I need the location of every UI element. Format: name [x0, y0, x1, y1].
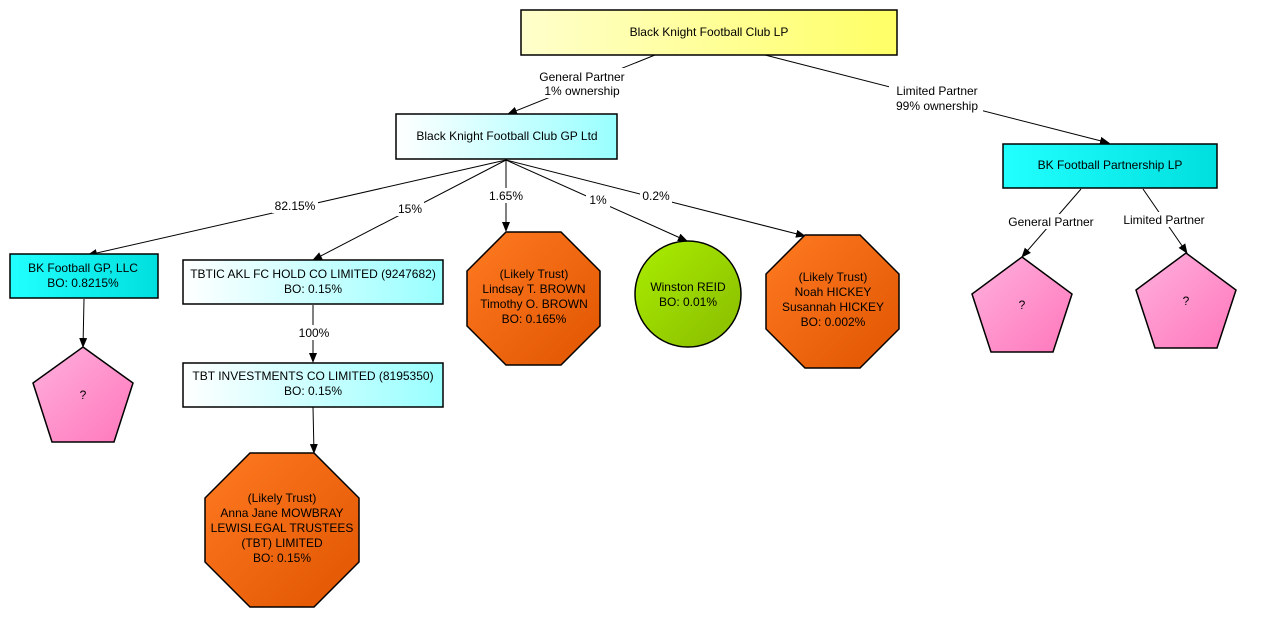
node-brown-trust-line2: Lindsay T. BROWN — [482, 282, 585, 296]
node-bk-gp-llc[interactable]: BK Football GP, LLC BO: 0.8215% — [9, 253, 159, 299]
node-winston[interactable]: Winston REID BO: 0.01% — [634, 240, 742, 348]
edge-label-1: 1% — [589, 193, 607, 207]
edge-label-bk-limited-partner: Limited Partner — [1123, 213, 1204, 227]
node-bk-gp-llc-name: BK Football GP, LLC — [28, 261, 138, 275]
node-mowbray-trust-line4: (TBT) LIMITED — [241, 536, 323, 550]
edge-label-general-partner-line2: 1% ownership — [544, 84, 620, 98]
edge-label-0-2: 0.2% — [642, 189, 670, 203]
node-hickey-trust-line1: (Likely Trust) — [799, 270, 868, 284]
node-tbt-investments-bo: BO: 0.15% — [284, 384, 342, 398]
node-brown-trust[interactable]: (Likely Trust) Lindsay T. BROWN Timothy … — [466, 231, 601, 366]
edge-label-15: 15% — [398, 202, 422, 216]
node-brown-trust-line1: (Likely Trust) — [500, 267, 569, 281]
node-unknown-lp[interactable]: ? — [1135, 252, 1237, 349]
node-bk-partnership[interactable]: BK Football Partnership LP — [1002, 143, 1218, 189]
node-winston-name: Winston REID — [650, 280, 726, 294]
node-unknown-gp-label: ? — [1019, 298, 1026, 312]
edge-label-1-65: 1.65% — [489, 189, 523, 203]
node-tbt-investments-name: TBT INVESTMENTS CO LIMITED (8195350) — [192, 369, 433, 383]
node-root[interactable]: Black Knight Football Club LP — [520, 9, 898, 56]
node-bk-gp-llc-bo: BO: 0.8215% — [47, 276, 119, 290]
node-brown-trust-line3: Timothy O. BROWN — [480, 297, 588, 311]
edge-labels: General Partner 1% ownership Limited Par… — [272, 68, 1209, 340]
node-mowbray-trust-line1: (Likely Trust) — [248, 491, 317, 505]
edge-label-82-15: 82.15% — [275, 199, 316, 213]
node-brown-trust-bo: BO: 0.165% — [502, 312, 567, 326]
edge-bk-gp-llc-to-unknown — [79, 298, 88, 348]
edge-label-100: 100% — [299, 326, 330, 340]
node-mowbray-trust-bo: BO: 0.15% — [253, 551, 311, 565]
node-unknown-gp[interactable]: ? — [971, 256, 1073, 353]
node-hickey-trust-line2: Noah HICKEY — [795, 285, 872, 299]
node-unknown-llc-label: ? — [80, 388, 87, 402]
node-mowbray-trust[interactable]: (Likely Trust) Anna Jane MOWBRAY LEWISLE… — [204, 452, 360, 608]
node-unknown-lp-label: ? — [1183, 294, 1190, 308]
node-gp-ltd[interactable]: Black Knight Football Club GP Ltd — [395, 113, 618, 160]
edge-label-bk-general-partner: General Partner — [1008, 215, 1093, 229]
node-tbtic[interactable]: TBTIC AKL FC HOLD CO LIMITED (9247682) B… — [182, 259, 444, 305]
edge-tbt-investments-to-mowbray — [309, 406, 318, 454]
node-unknown-llc[interactable]: ? — [32, 346, 134, 443]
node-hickey-trust[interactable]: (Likely Trust) Noah HICKEY Susannah HICK… — [765, 234, 900, 369]
node-hickey-trust-bo: BO: 0.002% — [801, 315, 866, 329]
node-root-label: Black Knight Football Club LP — [630, 25, 789, 39]
edge-label-limited-partner-line2: 99% ownership — [896, 99, 978, 113]
edge-label-limited-partner-line1: Limited Partner — [896, 84, 977, 98]
node-bk-partnership-label: BK Football Partnership LP — [1038, 158, 1183, 172]
node-gp-ltd-label: Black Knight Football Club GP Ltd — [416, 129, 597, 143]
edge-label-general-partner-line1: General Partner — [539, 70, 624, 84]
node-tbt-investments[interactable]: TBT INVESTMENTS CO LIMITED (8195350) BO:… — [182, 362, 444, 408]
node-mowbray-trust-line3: LEWISLEGAL TRUSTEES — [211, 521, 354, 535]
node-mowbray-trust-line2: Anna Jane MOWBRAY — [220, 506, 343, 520]
node-tbtic-bo: BO: 0.15% — [284, 282, 342, 296]
node-hickey-trust-line3: Susannah HICKEY — [782, 300, 884, 314]
node-tbtic-name: TBTIC AKL FC HOLD CO LIMITED (9247682) — [190, 267, 436, 281]
node-winston-bo: BO: 0.01% — [659, 295, 717, 309]
